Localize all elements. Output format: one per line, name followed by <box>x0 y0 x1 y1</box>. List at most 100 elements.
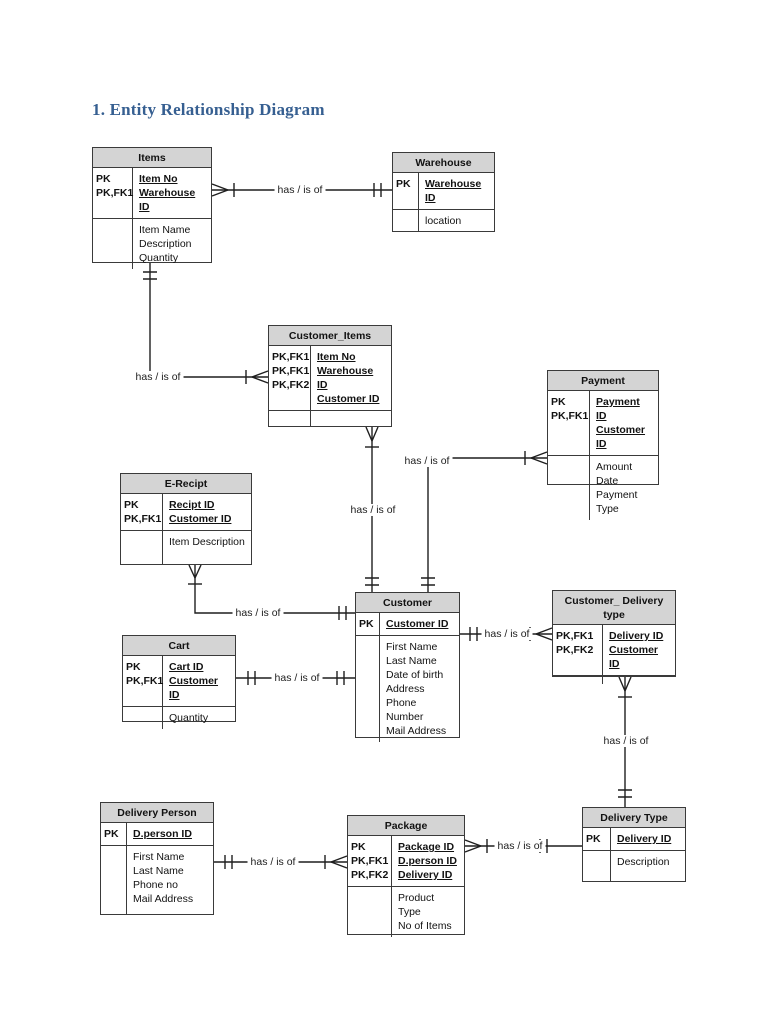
entity-attr-section: First Name Last Name Date of birth Addre… <box>356 635 459 742</box>
entity-key-section: PK PK,FK1 PK,FK2 Package ID D.person ID … <box>348 836 464 886</box>
edge-label-items-warehouse: has / is of <box>274 184 326 196</box>
key-field: Customer ID <box>169 513 232 525</box>
attr-field: Quantity <box>139 252 179 264</box>
entity-key-section: PK PK,FK1 Cart ID Customer ID <box>123 656 235 706</box>
entity-attr-section: Product Type No of Items <box>348 886 464 937</box>
key-field: Item No <box>139 173 178 185</box>
entity-customer-items: Customer_Items PK,FK1 PK,FK1 PK,FK2 Item… <box>268 325 392 427</box>
key-tag: PK <box>396 178 411 190</box>
entity-customer: Customer PK Customer ID First Name Last … <box>355 592 460 742</box>
entity-key-section: PK D.person ID <box>101 823 213 845</box>
entity-payment: Payment PK PK,FK1 Payment ID Customer ID… <box>547 370 659 520</box>
entity-warehouse: Warehouse PK Warehouse ID location <box>392 152 495 232</box>
entity-items: Items PK PK,FK1 Item No Warehouse ID Ite… <box>92 147 212 269</box>
key-tag: PK,FK2 <box>556 644 594 656</box>
key-tag: PK,FK1 <box>272 365 310 377</box>
key-tag: PK,FK1 <box>551 410 589 422</box>
key-field: D.person ID <box>133 828 192 840</box>
key-field: Recipt ID <box>169 499 215 511</box>
key-tag: PK <box>96 173 111 185</box>
key-tag: PK,FK1 <box>96 187 134 199</box>
entity-customer-delivery-type: Customer_ Delivery type PK,FK1 PK,FK2 De… <box>552 590 676 684</box>
key-field: Customer ID <box>386 618 449 630</box>
entity-title: E-Recipt <box>121 474 251 494</box>
attr-field: No of Items <box>398 920 452 932</box>
entity-delivery-person: Delivery Person PK D.person ID First Nam… <box>100 802 214 915</box>
attr-field: Date <box>596 475 619 487</box>
attr-field: Item Description <box>169 536 245 548</box>
attr-field: First Name <box>133 851 185 863</box>
attr-field: Mail Address <box>133 893 194 905</box>
key-tag: PK <box>124 499 139 511</box>
key-tag: PK <box>351 841 366 853</box>
key-field: Customer ID <box>609 644 659 670</box>
entity-title: Package <box>348 816 464 836</box>
key-field: Delivery ID <box>398 869 453 881</box>
key-tag: PK <box>359 618 374 630</box>
entity-attr-section: Description <box>583 850 685 881</box>
attr-field: Mail Address <box>386 725 447 737</box>
key-field: Delivery ID <box>617 833 672 845</box>
entity-attr-section: Quantity <box>123 706 235 729</box>
entity-e-recipt: E-Recipt PK PK,FK1 Recipt ID Customer ID… <box>120 473 252 565</box>
edge-label-e_recipt-customer: has / is of <box>232 607 284 619</box>
attr-field: Address <box>386 683 425 695</box>
entity-package: Package PK PK,FK1 PK,FK2 Package ID D.pe… <box>347 815 465 937</box>
attr-field: Date of birth <box>386 669 444 681</box>
key-field: Cart ID <box>169 661 204 673</box>
attr-field: Phone no <box>133 879 178 891</box>
entity-title: Delivery Type <box>583 808 685 828</box>
entity-key-section: PK Customer ID <box>356 613 459 635</box>
entity-attr-section: Item Name Description Quantity <box>93 218 211 269</box>
key-tag: PK,FK2 <box>272 379 310 391</box>
edge-label-customer-customer_delivery: has / is of <box>481 628 533 640</box>
key-tag: PK <box>551 396 566 408</box>
edge-label-customer_delivery-delivery_type: has / is of <box>600 735 652 747</box>
attr-field: Description <box>139 238 192 250</box>
attr-field: Payment Type <box>596 489 638 515</box>
attr-field: Item Name <box>139 224 191 236</box>
attr-field: location <box>425 215 462 227</box>
entity-attr-section: Item Description <box>121 530 251 564</box>
key-tag: PK,FK2 <box>351 869 389 881</box>
entity-key-section: PK Delivery ID <box>583 828 685 850</box>
entity-attr-section <box>553 675 675 684</box>
key-tag: PK,FK1 <box>124 513 162 525</box>
edge-label-delivery_person-package: has / is of <box>247 856 299 868</box>
key-field: Warehouse ID <box>317 365 374 391</box>
entity-key-section: PK PK,FK1 Recipt ID Customer ID <box>121 494 251 530</box>
entity-attr-section: location <box>393 209 494 232</box>
entity-key-section: PK Warehouse ID <box>393 173 494 209</box>
entity-attr-section: First Name Last Name Phone no Mail Addre… <box>101 845 213 914</box>
entity-key-section: PK PK,FK1 Item No Warehouse ID <box>93 168 211 218</box>
attr-field: Amount <box>596 461 633 473</box>
edge-label-customer_items-customer: has / is of <box>347 504 399 516</box>
key-field: D.person ID <box>398 855 457 867</box>
edge-items-customer_items <box>143 263 269 384</box>
attr-field: Description <box>617 856 670 868</box>
attr-field: Product Type <box>398 892 435 918</box>
key-field: Customer ID <box>596 424 646 450</box>
key-field: Warehouse ID <box>425 178 482 204</box>
attr-field: Last Name <box>386 655 437 667</box>
edge-label-items-customer_items: has / is of <box>132 371 184 383</box>
attr-field: Phone Number <box>386 697 424 723</box>
attr-field: Quantity <box>169 712 209 724</box>
entity-key-section: PK PK,FK1 Payment ID Customer ID <box>548 391 658 455</box>
key-field: Item No <box>317 351 356 363</box>
edge-e_recipt-customer <box>188 564 355 620</box>
entity-delivery-type: Delivery Type PK Delivery ID Description <box>582 807 686 882</box>
key-tag: PK <box>586 833 601 845</box>
entity-title: Delivery Person <box>101 803 213 823</box>
entity-title: Customer_ Delivery type <box>553 591 675 625</box>
attr-field: First Name <box>386 641 438 653</box>
entity-title: Items <box>93 148 211 168</box>
key-tag: PK,FK1 <box>272 351 310 363</box>
key-field: Customer ID <box>169 675 219 701</box>
key-tag: PK,FK1 <box>351 855 389 867</box>
key-field: Warehouse ID <box>139 187 196 213</box>
edge-label-package-delivery_type: has / is of <box>494 840 546 852</box>
entity-title: Payment <box>548 371 658 391</box>
key-tag: PK <box>104 828 119 840</box>
